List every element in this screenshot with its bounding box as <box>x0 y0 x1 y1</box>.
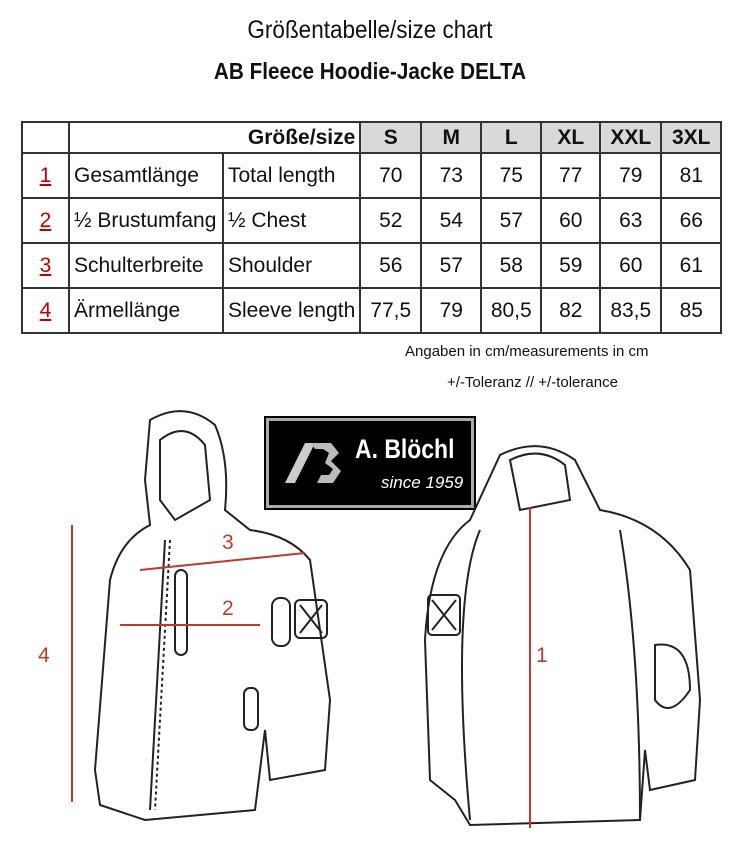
measurement-lines <box>71 507 531 828</box>
measurement-cell: 60 <box>599 242 663 289</box>
measurement-cell: 57 <box>480 197 543 244</box>
product-title: AB Fleece Hoodie-Jacke DELTA <box>213 58 527 84</box>
label-de: Schulterbreite <box>68 242 224 289</box>
size-m: M <box>420 121 483 154</box>
brand-tagline: since 1959 <box>381 473 464 492</box>
measurement-cell: 70 <box>359 152 423 199</box>
measurement-cell: 83,5 <box>599 287 663 334</box>
measurement-cell: 63 <box>599 197 663 244</box>
label-en: Shoulder <box>221 242 362 289</box>
measurement-cell: 61 <box>660 242 723 289</box>
marker-3: 3 <box>222 531 234 554</box>
measurement-cell: 82 <box>540 287 602 334</box>
measurement-cell: 75 <box>480 152 543 199</box>
label-de: ½ Brustumfang <box>68 197 224 244</box>
measurement-cell: 59 <box>540 242 602 289</box>
measurement-cell: 79 <box>599 152 663 199</box>
measurement-cell: 52 <box>359 197 423 244</box>
label-de: Ärmellänge <box>68 287 224 334</box>
header-row: Größe/size S M L XL XXL 3XL <box>21 121 723 154</box>
brand-name: A. Blöchl <box>355 434 455 464</box>
measurement-cell: 56 <box>359 242 423 289</box>
row-number: 1 <box>21 152 70 199</box>
size-xl: XL <box>540 121 602 154</box>
jacket-illustration <box>71 410 702 828</box>
label-en: Total length <box>221 152 362 199</box>
marker-1: 1 <box>536 644 548 667</box>
size-header: Größe/size <box>67 121 362 154</box>
label-en: Sleeve length <box>221 287 362 334</box>
brand-logo: A. Blöchl since 1959 <box>264 416 476 510</box>
measurement-cell: 60 <box>540 197 602 244</box>
size-3xl: 3XL <box>660 121 723 154</box>
measurement-cell: 85 <box>660 287 723 334</box>
row-number: 2 <box>21 197 70 244</box>
row-number: 3 <box>21 242 70 289</box>
measurement-cell: 54 <box>420 197 483 244</box>
measurement-cell: 79 <box>420 287 483 334</box>
row-number: 4 <box>21 287 70 334</box>
size-xxl: XXL <box>599 121 663 154</box>
ab-logo-mark-icon <box>285 443 341 483</box>
marker-4: 4 <box>38 644 50 667</box>
measurement-cell: 77 <box>540 152 602 199</box>
measurement-cell: 58 <box>480 242 543 289</box>
chart-title: Größentabelle/size chart <box>247 16 493 44</box>
back-jacket-drawing <box>423 445 702 827</box>
measurement-cell: 80,5 <box>480 287 543 334</box>
tolerance-note: +/-Toleranz // +/-tolerance <box>447 374 618 391</box>
size-s: S <box>359 121 423 154</box>
marker-2: 2 <box>222 597 234 620</box>
label-de: Gesamtlänge <box>68 152 224 199</box>
measurement-cell: 73 <box>420 152 483 199</box>
measurement-cell: 66 <box>660 197 723 244</box>
measurement-cell: 57 <box>420 242 483 289</box>
units-note: Angaben in cm/measurements in cm <box>405 343 649 360</box>
label-en: ½ Chest <box>221 197 362 244</box>
measurement-cell: 81 <box>660 152 723 199</box>
front-jacket-drawing <box>93 410 332 822</box>
measurement-cell: 77,5 <box>359 287 423 334</box>
size-l: L <box>480 121 543 154</box>
